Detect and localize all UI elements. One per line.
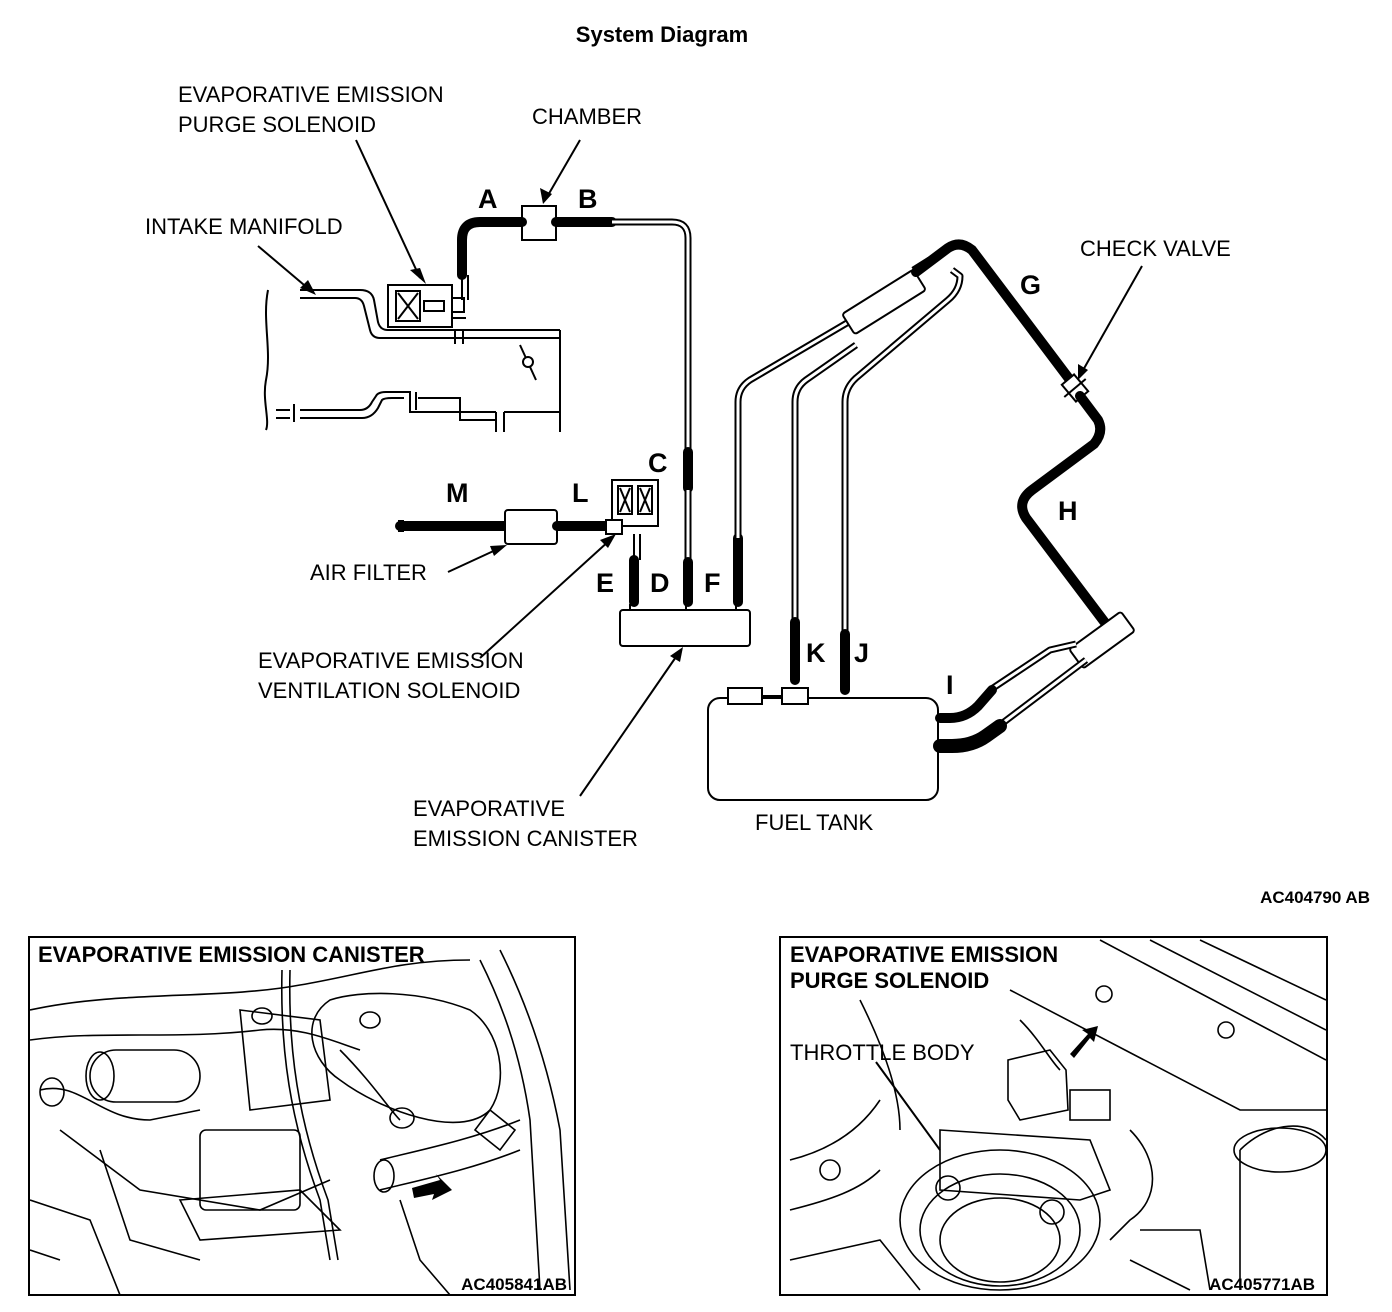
label-vent-solenoid-1: EVAPORATIVE EMISSION xyxy=(258,648,524,673)
diagram-title: System Diagram xyxy=(576,22,748,47)
hose-h xyxy=(1017,391,1111,629)
hose-letter-m: M xyxy=(446,478,469,508)
label-check-valve: CHECK VALVE xyxy=(1080,236,1231,261)
hose-g xyxy=(911,239,1075,385)
vent-valve-top xyxy=(842,269,926,335)
photo-right-title-1: EVAPORATIVE EMISSION xyxy=(790,942,1058,967)
throttle-body-leader xyxy=(875,1061,941,1151)
photo-right-callout: THROTTLE BODY xyxy=(790,1040,975,1065)
photo-left-title: EVAPORATIVE EMISSION CANISTER xyxy=(38,942,425,967)
purge-solenoid-arrow xyxy=(1070,1026,1098,1058)
hose-letter-f: F xyxy=(704,568,721,598)
hose-letter-c: C xyxy=(648,448,668,478)
filler-hose xyxy=(933,719,1007,753)
hose-letter-h: H xyxy=(1058,496,1078,526)
hose-letter-e: E xyxy=(596,568,614,598)
purge-solenoid xyxy=(387,284,466,328)
label-purge-solenoid-2: PURGE SOLENOID xyxy=(178,112,376,137)
photo-right-title-2: PURGE SOLENOID xyxy=(790,968,989,993)
fuel-tank xyxy=(707,697,939,801)
hose-letter-b: B xyxy=(578,184,598,214)
label-canister-1: EVAPORATIVE xyxy=(413,796,565,821)
canister-arrow xyxy=(412,1174,452,1200)
label-vent-solenoid-2: VENTILATION SOLENOID xyxy=(258,678,520,703)
hose-letter-i: I xyxy=(946,670,954,700)
canister xyxy=(619,609,751,647)
hose-letter-j: J xyxy=(854,638,869,668)
label-air-filter: AIR FILTER xyxy=(310,560,427,585)
label-chamber: CHAMBER xyxy=(532,104,642,129)
hose-letter-a: A xyxy=(478,184,498,214)
air-filter xyxy=(504,509,558,545)
label-canister-2: EMISSION CANISTER xyxy=(413,826,638,851)
tank-fitting-k xyxy=(781,687,809,705)
intake-manifold xyxy=(263,289,561,432)
hose-letter-k: K xyxy=(806,638,826,668)
photo-left-code: AC405841AB xyxy=(461,1275,567,1294)
photo-panel-canister: EVAPORATIVE EMISSION CANISTER AC405841AB xyxy=(28,936,576,1296)
hose-a xyxy=(457,217,527,280)
hose-letter-g: G xyxy=(1020,270,1041,300)
label-fuel-tank: FUEL TANK xyxy=(755,810,874,835)
hose-i xyxy=(935,685,997,723)
photo-panel-purge-solenoid: EVAPORATIVE EMISSION PURGE SOLENOID THRO… xyxy=(779,936,1328,1296)
chamber xyxy=(521,205,557,241)
photo-right-code: AC405771AB xyxy=(1209,1275,1315,1294)
leader-lines xyxy=(257,139,1143,797)
label-intake-manifold: INTAKE MANIFOLD xyxy=(145,214,343,239)
hose-letter-d: D xyxy=(650,568,670,598)
vent-valve-right xyxy=(1069,611,1135,669)
ventilation-solenoid xyxy=(605,479,659,535)
label-purge-solenoid-1: EVAPORATIVE EMISSION xyxy=(178,82,444,107)
tank-fitting-left xyxy=(727,687,763,705)
hose-letter-l: L xyxy=(572,478,589,508)
diagram-code: AC404790 AB xyxy=(1260,888,1370,907)
